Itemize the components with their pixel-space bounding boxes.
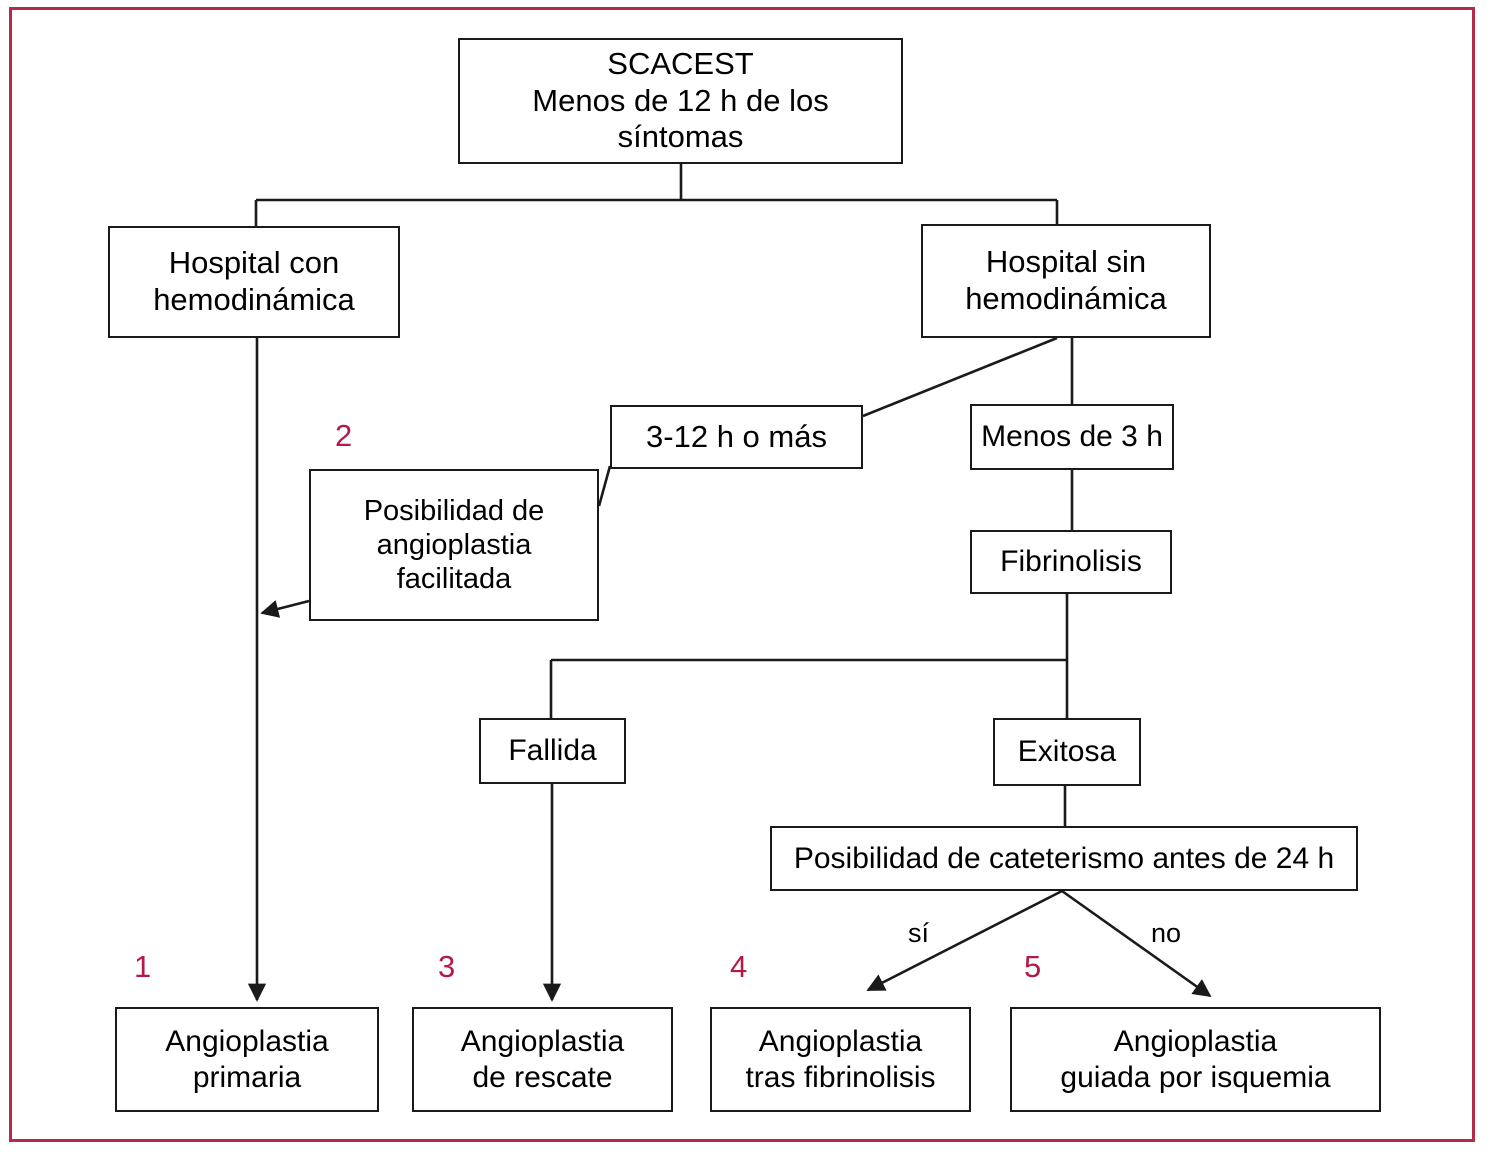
node-angioplastia-tras-fibrinolisis[interactable]: Angioplastia tras fibrinolisis <box>710 1007 971 1112</box>
node-angioplastia-guiada-por-isquemia[interactable]: Angioplastia guiada por isquemia <box>1010 1007 1381 1112</box>
annotation-number-3: 3 <box>438 949 456 984</box>
node-menos-de-3-h[interactable]: Menos de 3 h <box>970 404 1174 470</box>
edge-cateterismo-si <box>866 889 1063 992</box>
node-exitosa[interactable]: Exitosa <box>993 718 1141 786</box>
node-angioplastia-de-rescate[interactable]: Angioplastia de rescate <box>412 1007 673 1112</box>
node-posibilidad-cateterismo-24h[interactable]: Posibilidad de cateterismo antes de 24 h <box>770 826 1358 891</box>
node-hospital-con-hemodinamica[interactable]: Hospital con hemodinámica <box>108 226 400 338</box>
annotation-number-4: 4 <box>730 949 748 984</box>
edge-facilitada-to-primaria-line <box>260 599 310 618</box>
node-fibrinolisis[interactable]: Fibrinolisis <box>970 530 1172 594</box>
node-3-12-horas-o-mas[interactable]: 3-12 h o más <box>610 405 863 469</box>
node-scacest[interactable]: SCACEST Menos de 12 h de los síntomas <box>458 38 903 164</box>
edge-cateterismo-no <box>1061 889 1212 998</box>
edge-3-12h-to-facilitada <box>597 465 612 507</box>
node-angioplastia-primaria[interactable]: Angioplastia primaria <box>115 1007 379 1112</box>
edge-label-no: no <box>1151 918 1182 948</box>
node-fallida[interactable]: Fallida <box>479 718 626 784</box>
node-angioplastia-facilitada[interactable]: Posibilidad de angioplastia facilitada <box>309 469 599 621</box>
annotation-number-1: 1 <box>134 949 152 984</box>
edge-hospsin-to-3-12h <box>862 336 1058 418</box>
edge-label-si: sí <box>908 918 930 948</box>
annotation-number-5: 5 <box>1024 949 1042 984</box>
node-hospital-sin-hemodinamica[interactable]: Hospital sin hemodinámica <box>921 224 1211 338</box>
annotation-number-2: 2 <box>335 418 353 453</box>
diagram-frame <box>9 7 1475 1142</box>
